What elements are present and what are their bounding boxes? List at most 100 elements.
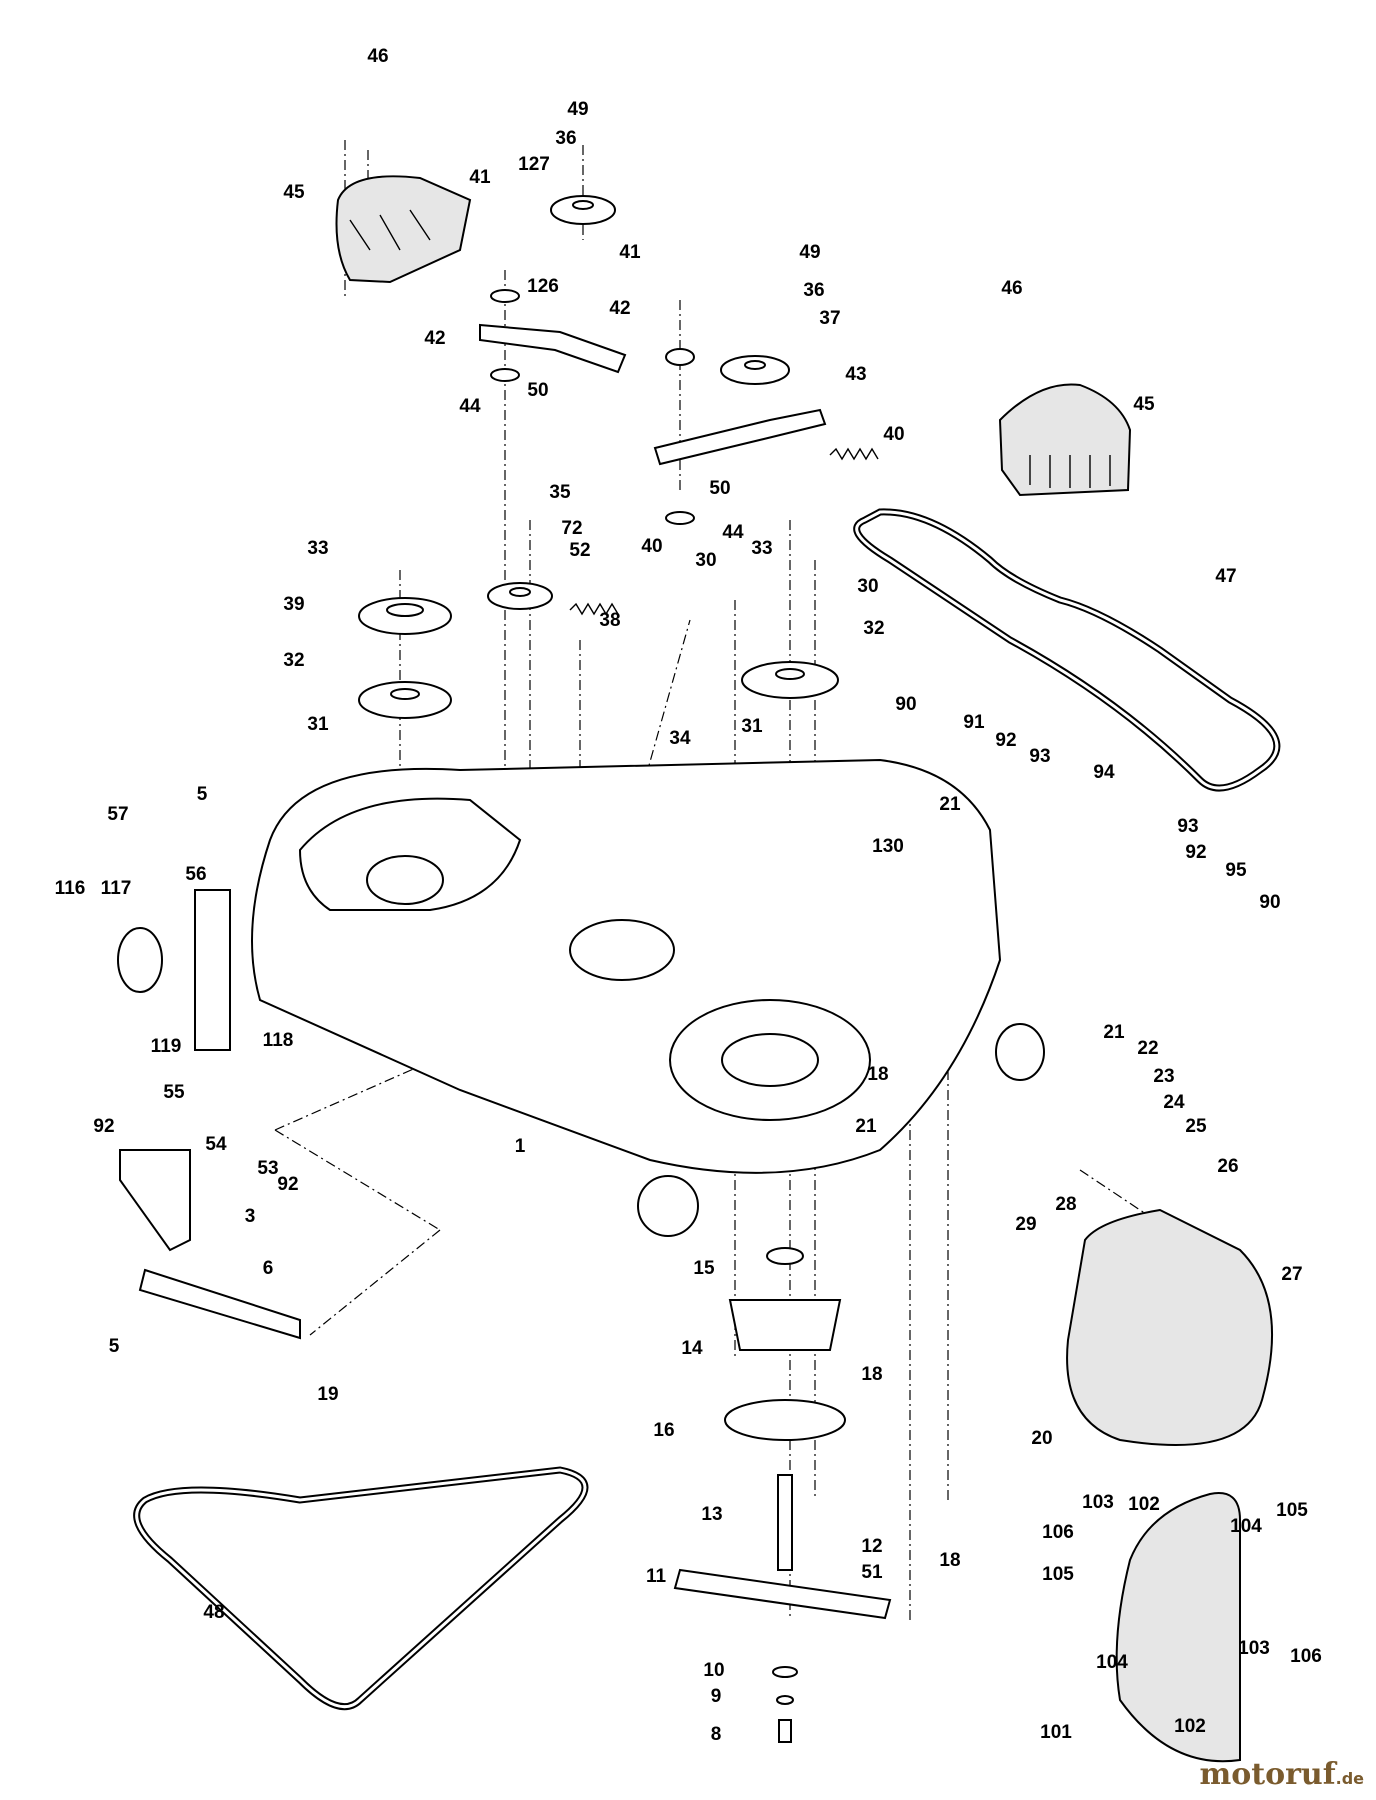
callout-116: 116 [55,878,86,899]
idler-arm-upper-right [653,348,827,525]
callout-106: 106 [1290,1646,1322,1667]
callout-10: 10 [703,1660,724,1681]
callout-8: 8 [711,1724,722,1745]
callout-106: 106 [1042,1522,1074,1543]
callout-101: 101 [1040,1722,1072,1743]
callout-119: 119 [151,1036,182,1057]
callout-9: 9 [711,1686,722,1707]
callout-55: 55 [163,1082,185,1103]
callout-72: 72 [561,518,582,539]
callout-56: 56 [185,864,206,885]
callout-52: 52 [569,540,590,561]
callout-49: 49 [567,99,588,120]
callout-102: 102 [1128,1494,1160,1515]
callout-45: 45 [1133,394,1155,415]
callout-46: 46 [367,46,388,67]
springs [569,447,879,616]
callout-47: 47 [1215,566,1236,587]
callout-21: 21 [1103,1022,1125,1043]
callout-104: 104 [1230,1516,1262,1537]
callout-21: 21 [939,794,961,815]
callout-103: 103 [1238,1638,1270,1659]
callout-118: 118 [263,1030,294,1051]
callout-105: 105 [1276,1500,1308,1521]
callout-5: 5 [109,1336,120,1357]
spindle-assembly [673,1247,892,1743]
callout-44: 44 [459,396,481,417]
callout-11: 11 [646,1566,667,1587]
callout-95: 95 [1225,860,1247,881]
pulleys [358,195,839,719]
callout-36: 36 [803,280,824,301]
callout-51: 51 [861,1562,883,1583]
callout-92: 92 [277,1174,298,1195]
callout-6: 6 [263,1258,274,1279]
lift-bracket-left [119,889,301,1340]
gauge-wheels [117,927,1045,1237]
callout-19: 19 [317,1384,338,1405]
callout-24: 24 [1163,1092,1185,1113]
callout-38: 38 [599,610,620,631]
callout-54: 54 [205,1134,227,1155]
callout-53: 53 [257,1158,278,1179]
callout-31: 31 [741,716,763,737]
callout-46: 46 [1001,278,1022,299]
callout-40: 40 [641,536,662,557]
callout-117: 117 [101,878,132,899]
callout-90: 90 [1259,892,1280,913]
callout-30: 30 [857,576,878,597]
callout-93: 93 [1029,746,1050,767]
watermark-brand: motoruf [1199,1757,1336,1792]
callout-105: 105 [1042,1564,1074,1585]
callout-94: 94 [1093,762,1115,783]
callout-42: 42 [424,328,445,349]
callout-37: 37 [819,308,840,329]
callout-5: 5 [197,784,208,805]
callout-18: 18 [867,1064,888,1085]
callout-40: 40 [883,424,904,445]
callout-34: 34 [669,728,691,749]
callout-33: 33 [307,538,328,559]
callout-39: 39 [283,594,304,615]
callout-27: 27 [1281,1264,1302,1285]
callout-126: 126 [527,276,559,297]
callout-21: 21 [855,1116,877,1137]
callout-14: 14 [681,1338,703,1359]
belt-cover-left [335,175,472,284]
drive-belt-upper [853,508,1281,792]
watermark-logo: motoruf.de [1199,1757,1364,1792]
callout-49: 49 [799,242,820,263]
callout-1: 1 [515,1136,526,1157]
callout-103: 103 [1082,1492,1114,1513]
callout-93: 93 [1177,816,1198,837]
idler-arm-upper-left [479,289,627,382]
callout-31: 31 [307,714,329,735]
part-callouts: 4645493612741126424450414249363743405044… [55,46,1322,1745]
mulching-cover [1115,1492,1241,1763]
callout-32: 32 [283,650,304,671]
callout-3: 3 [245,1206,256,1227]
watermark-tld: .de [1335,1769,1364,1788]
callout-127: 127 [518,154,550,175]
callout-35: 35 [549,482,571,503]
callout-16: 16 [653,1420,674,1441]
mower-deck-housing [251,758,1002,1174]
callout-57: 57 [107,804,128,825]
callout-33: 33 [751,538,772,559]
belt-cover-right [998,383,1132,497]
callout-12: 12 [861,1536,882,1557]
callout-22: 22 [1137,1038,1158,1059]
callout-18: 18 [861,1364,882,1385]
callout-28: 28 [1055,1194,1076,1215]
callout-44: 44 [722,522,744,543]
callout-130: 130 [872,836,904,857]
callout-92: 92 [995,730,1016,751]
callout-102: 102 [1174,1716,1206,1737]
callout-90: 90 [895,694,916,715]
callout-45: 45 [283,182,305,203]
callout-92: 92 [1185,842,1206,863]
callout-48: 48 [203,1602,224,1623]
callout-36: 36 [555,128,576,149]
callout-32: 32 [863,618,884,639]
